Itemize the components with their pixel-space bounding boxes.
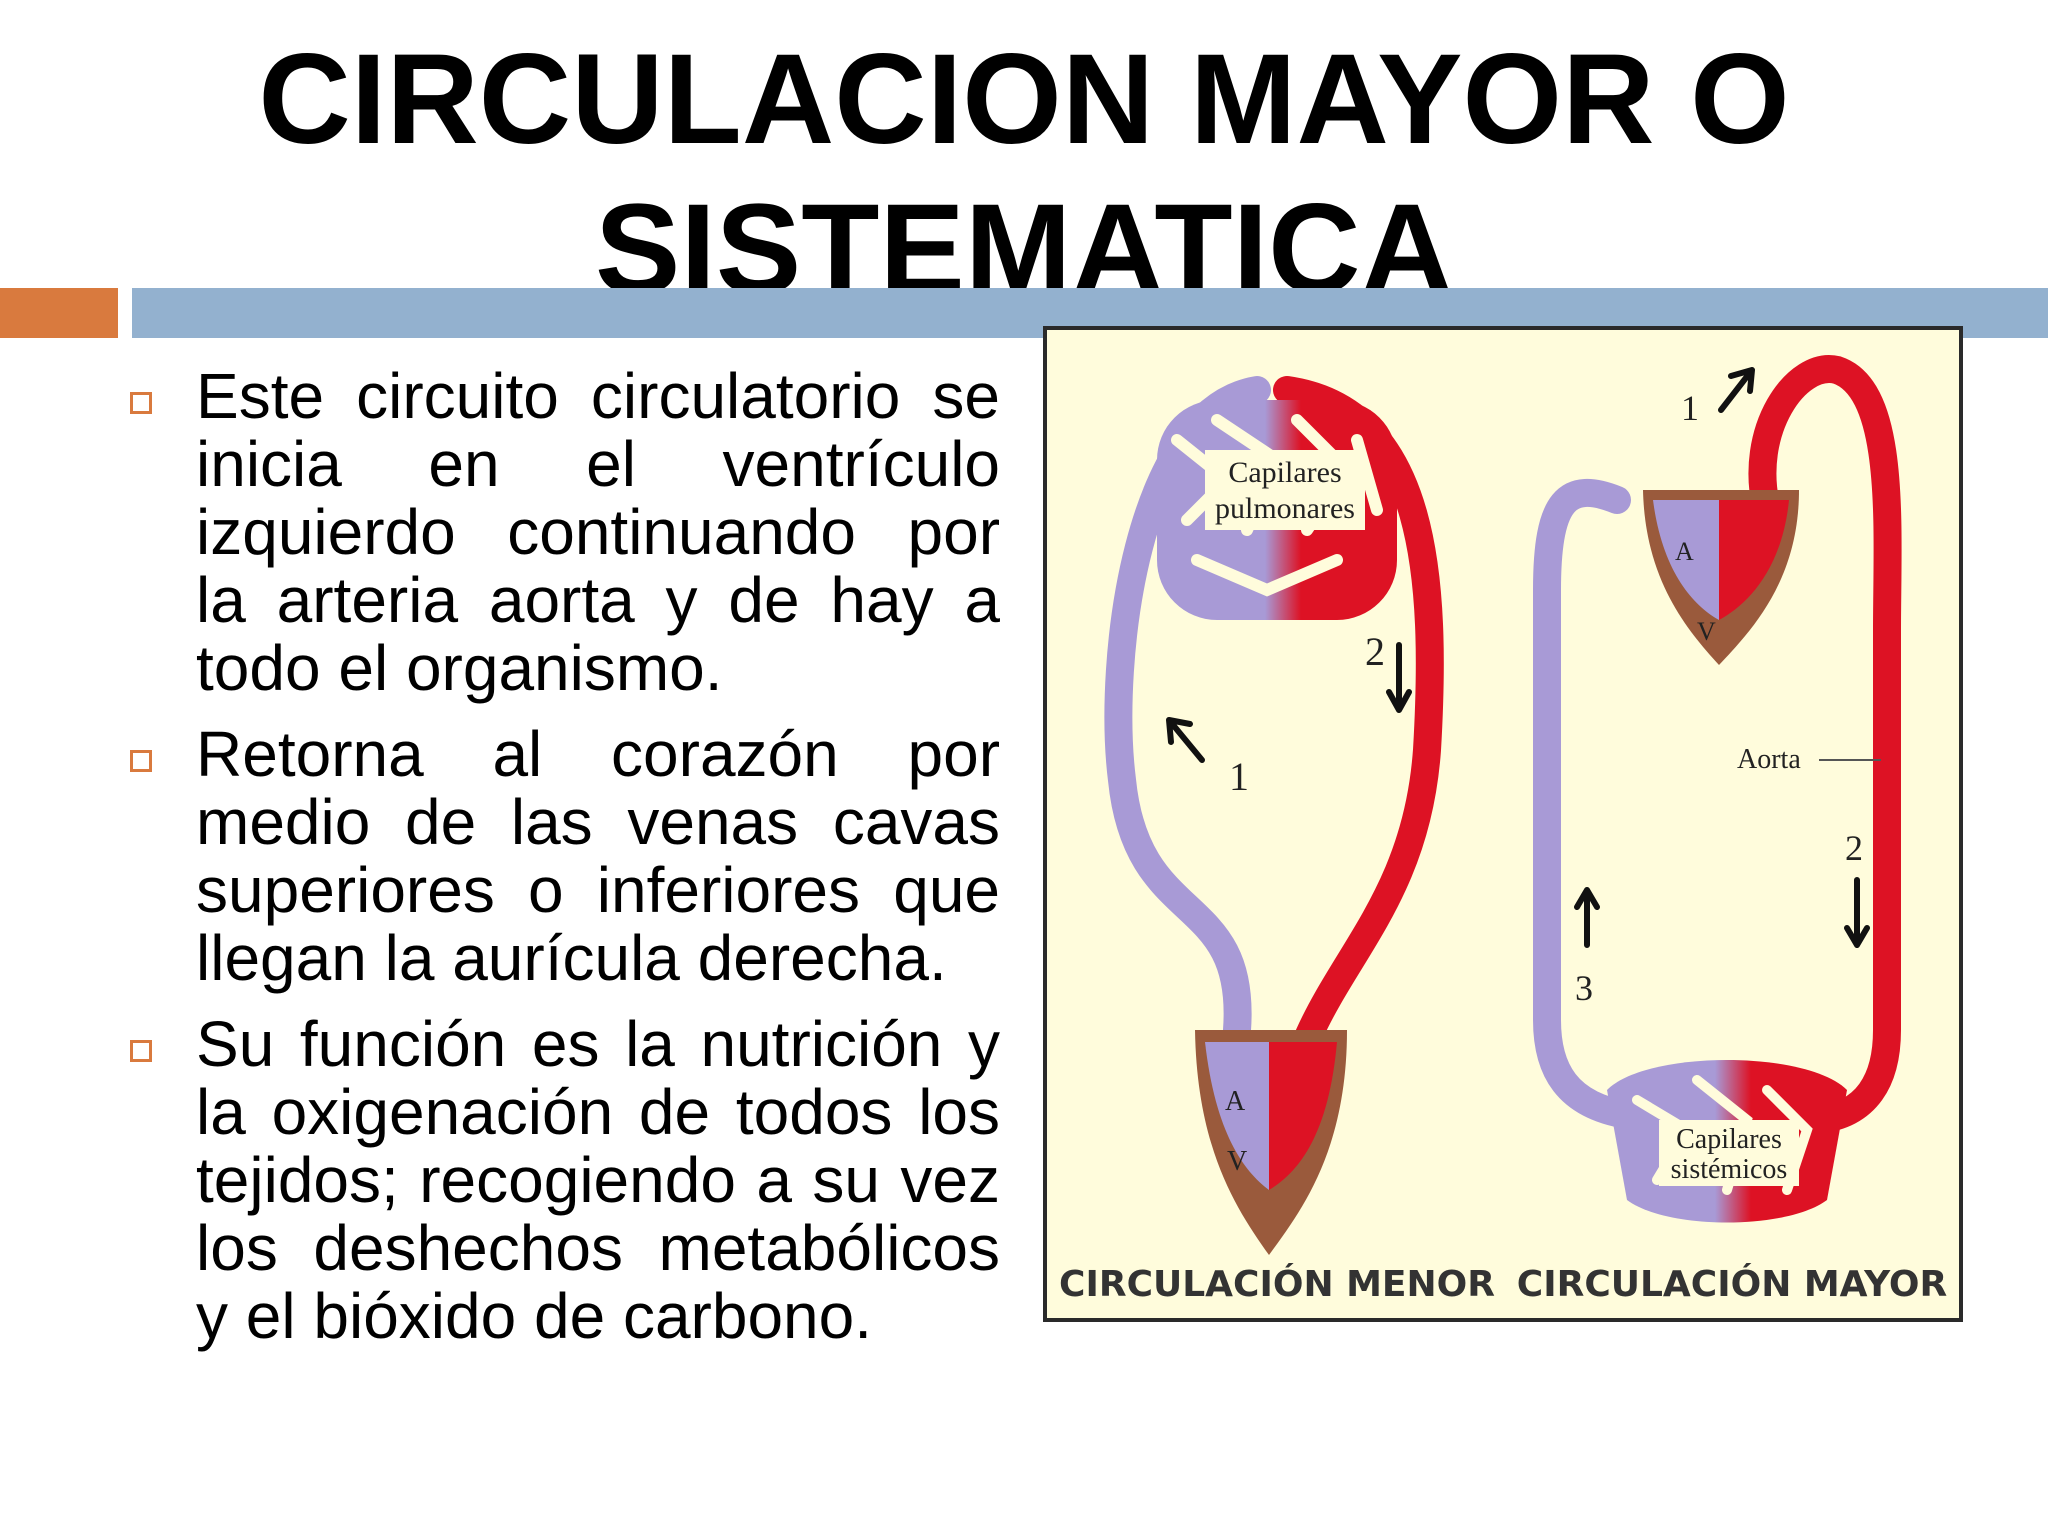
systemic-capillaries-label-1: Capilares [1676, 1124, 1782, 1155]
systemic-arrow-label-1: 1 [1681, 388, 1699, 428]
systemic-arrow-label-3: 3 [1575, 968, 1593, 1008]
pulmonary-arrow-label-2: 2 [1365, 629, 1385, 674]
right-panel-caption: CIRCULACIÓN MAYOR [1517, 1263, 1947, 1305]
left-heart-atrium-label: A [1225, 1086, 1246, 1117]
systemic-capillary-network [1607, 1060, 1847, 1223]
bullet-list: Este circuito circulatorio se inicia en … [120, 362, 1000, 1368]
bullet-item: Su función es la nutrición y la oxigenac… [120, 1010, 1000, 1350]
pulmonary-capillary-network [1157, 400, 1397, 620]
systemic-arrow-label-2: 2 [1845, 828, 1863, 868]
aorta-vessel [1748, 355, 1902, 1134]
arrow-up-right-icon [1718, 367, 1755, 413]
heart-left: A V [1195, 1030, 1347, 1255]
vena-cava-vessel [1533, 478, 1641, 1129]
accent-bar-orange [0, 288, 118, 338]
arrow-down-icon [1844, 877, 1870, 948]
systemic-circuit: Capilares sistémicos A V Aorta 1 2 3 CIR… [1517, 355, 1947, 1305]
bullet-text: Este circuito circulatorio se inicia en … [196, 360, 1000, 704]
pulmonary-capillaries-label-1: Capilares [1228, 456, 1341, 489]
arrow-up-icon [1574, 887, 1600, 948]
bullet-text: Su función es la nutrición y la oxigenac… [196, 1008, 1000, 1352]
arrow-up-left-icon [1166, 717, 1205, 763]
left-panel-caption: CIRCULACIÓN MENOR [1059, 1263, 1495, 1305]
arrow-down-icon [1386, 642, 1412, 713]
right-heart-ventricle-label: V [1697, 617, 1716, 646]
square-bullet-icon [130, 750, 152, 772]
title-line-1: CIRCULACION MAYOR O [258, 28, 1790, 171]
right-heart-atrium-label: A [1675, 537, 1694, 566]
pulmonary-circuit: Capilares pulmonares 1 2 A V CIRCULACIÓN… [1059, 376, 1495, 1305]
square-bullet-icon [130, 1040, 152, 1062]
circulation-diagram: Capilares pulmonares 1 2 A V CIRCULACIÓN… [1043, 326, 1963, 1322]
left-heart-ventricle-label: V [1227, 1146, 1247, 1177]
circulation-diagram-svg: Capilares pulmonares 1 2 A V CIRCULACIÓN… [1059, 355, 1947, 1305]
bullet-text: Retorna al corazón por medio de las vena… [196, 718, 1000, 994]
pulmonary-capillaries-label-2: pulmonares [1215, 492, 1355, 525]
aorta-label: Aorta [1737, 744, 1801, 775]
slide-title: CIRCULACION MAYOR O SISTEMATICA [0, 25, 2048, 325]
pulmonary-arrow-label-1: 1 [1229, 754, 1249, 799]
bullet-item: Retorna al corazón por medio de las vena… [120, 720, 1000, 992]
bullet-item: Este circuito circulatorio se inicia en … [120, 362, 1000, 702]
systemic-capillaries-label-2: sistémicos [1671, 1154, 1788, 1185]
square-bullet-icon [130, 392, 152, 414]
heart-right: A V [1643, 490, 1799, 665]
